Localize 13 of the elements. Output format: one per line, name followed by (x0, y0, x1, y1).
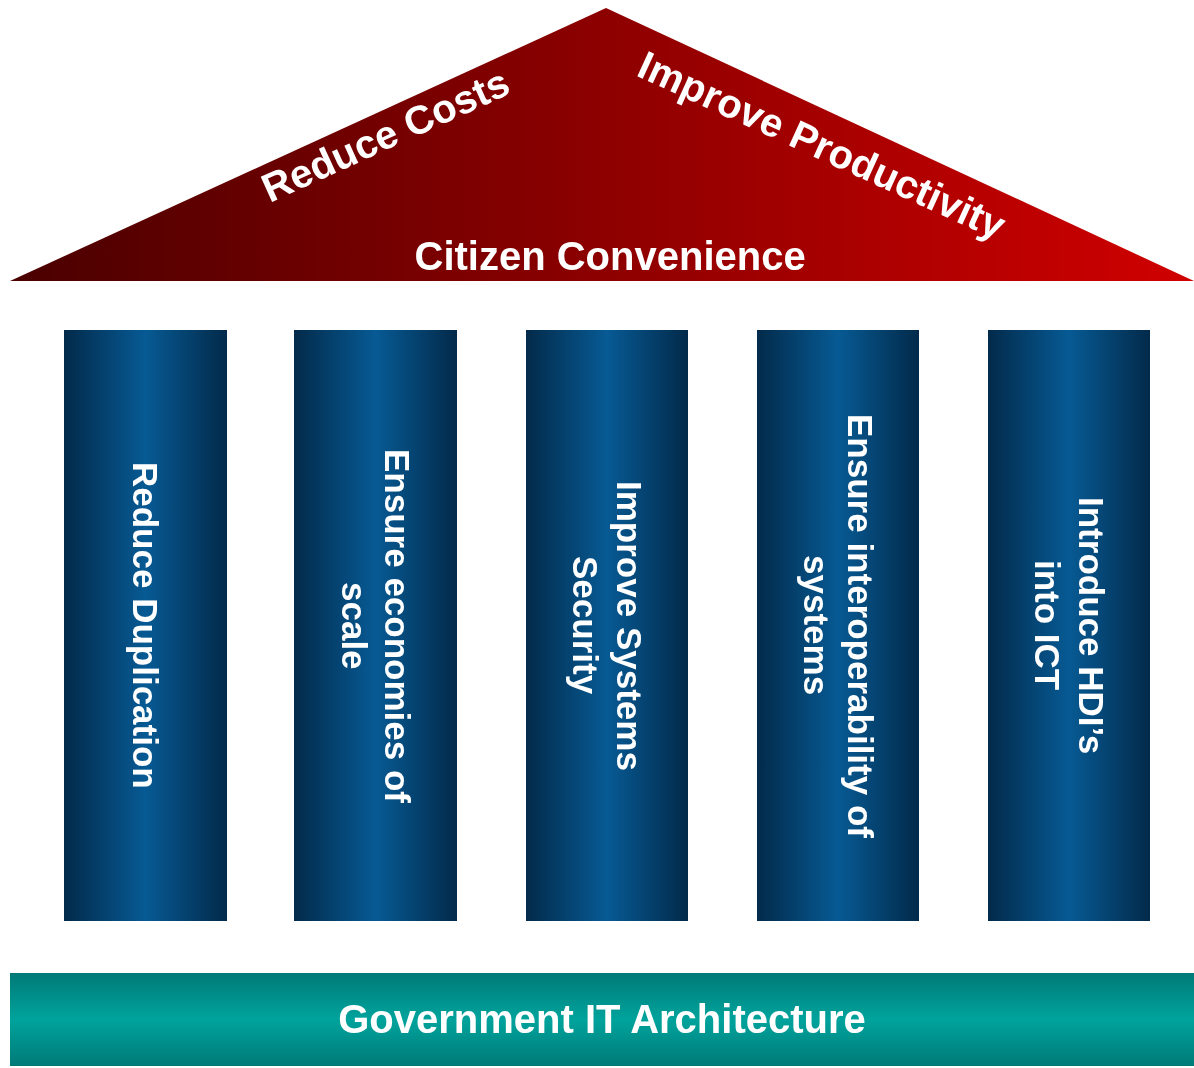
pillar (526, 330, 688, 921)
pillar (64, 330, 227, 921)
foundation-bar (10, 973, 1194, 1066)
foundation-label: Government IT Architecture (338, 997, 866, 1042)
pillar (988, 330, 1150, 921)
pillar-label: Reduce Duplication (125, 461, 167, 791)
pillar-label: Introduce HDI’s into ICT (1027, 495, 1112, 757)
pillar (294, 330, 457, 921)
pillar-label: Ensure economies of scale (333, 447, 419, 805)
pillar (757, 330, 919, 921)
roof-label: Citizen Convenience (414, 236, 806, 276)
pillar-label: Ensure interoperability of systems (796, 412, 881, 840)
pillar-label: Improve Systems Security (565, 479, 650, 773)
